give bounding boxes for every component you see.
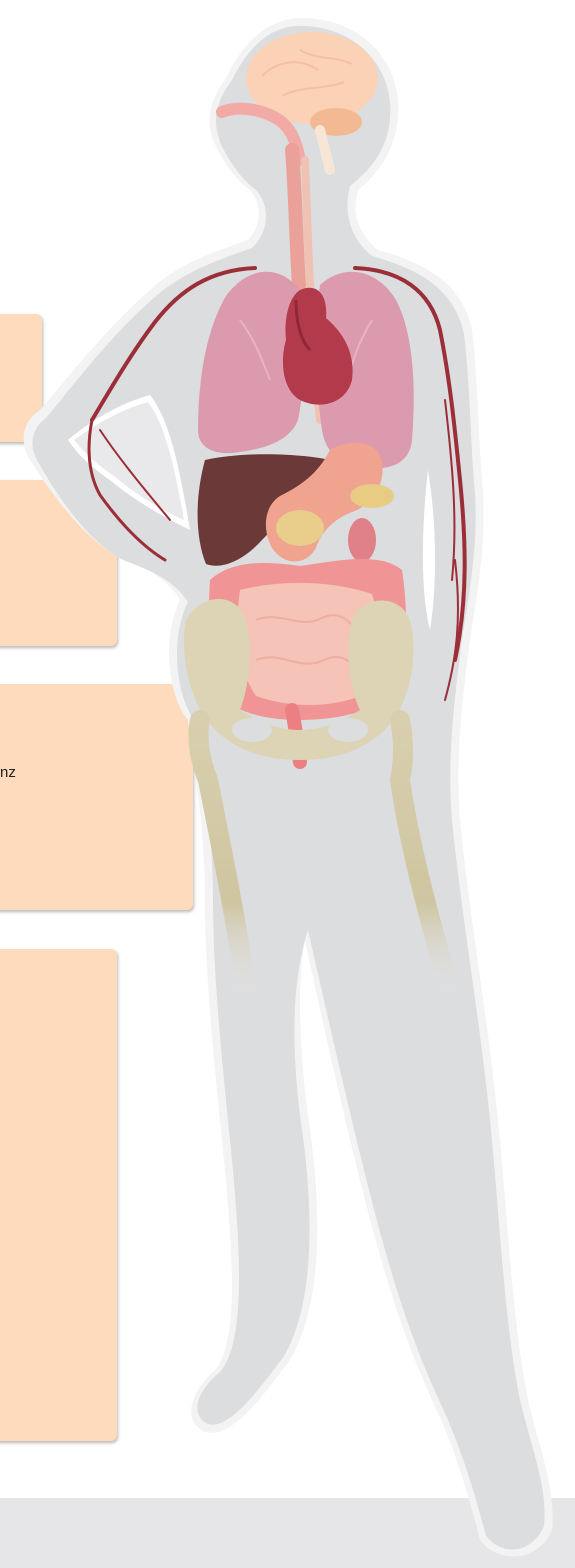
gallbladder (276, 510, 324, 546)
trachea (292, 150, 300, 300)
pancreas (350, 484, 394, 508)
spleen (348, 518, 376, 562)
body-silhouette (24, 18, 553, 1557)
